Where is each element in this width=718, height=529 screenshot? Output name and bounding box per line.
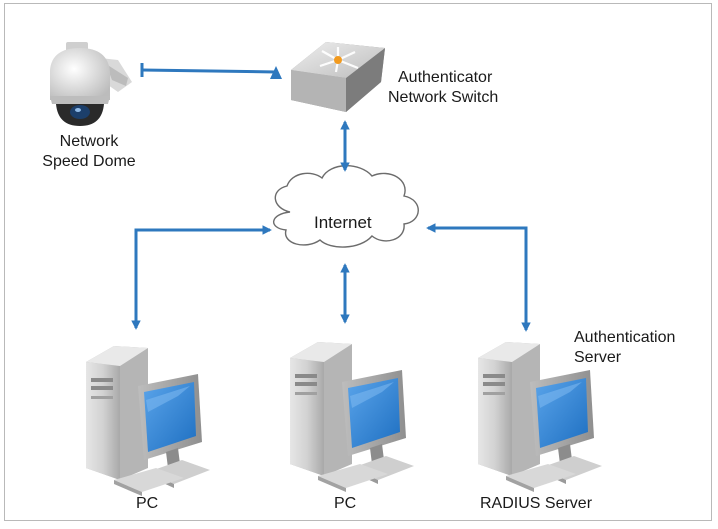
speed-dome-camera-icon (50, 42, 132, 126)
auth-label-line1: Authentication (574, 329, 676, 346)
dome-label-line2: Speed Dome (42, 153, 136, 170)
switch-label-line2: Network Switch (388, 89, 499, 106)
switch-label: Authenticator Network Switch (388, 68, 498, 108)
network-switch-icon (291, 42, 385, 112)
switch-label-line1: Authenticator (398, 69, 493, 86)
pc1-label: PC (136, 495, 159, 512)
camera-switch-link (141, 68, 277, 74)
cloud-radius-arrow (426, 223, 531, 332)
connection-arrows (131, 63, 531, 332)
cloud-label: Internet (314, 213, 372, 232)
dome-label: Network Speed Dome (34, 132, 144, 172)
pc-icon (86, 346, 210, 496)
auth-server-label: Authentication Server (574, 328, 675, 368)
pc-icon (290, 342, 414, 492)
internet-cloud-icon (273, 165, 419, 248)
cloud-pc1-arrow (131, 225, 272, 330)
auth-label-line2: Server (574, 349, 622, 366)
switch-link-end (270, 66, 282, 79)
pc2-label: PC (334, 495, 357, 512)
dome-label-line1: Network (59, 133, 119, 150)
radius-label: RADIUS Server (480, 495, 593, 512)
